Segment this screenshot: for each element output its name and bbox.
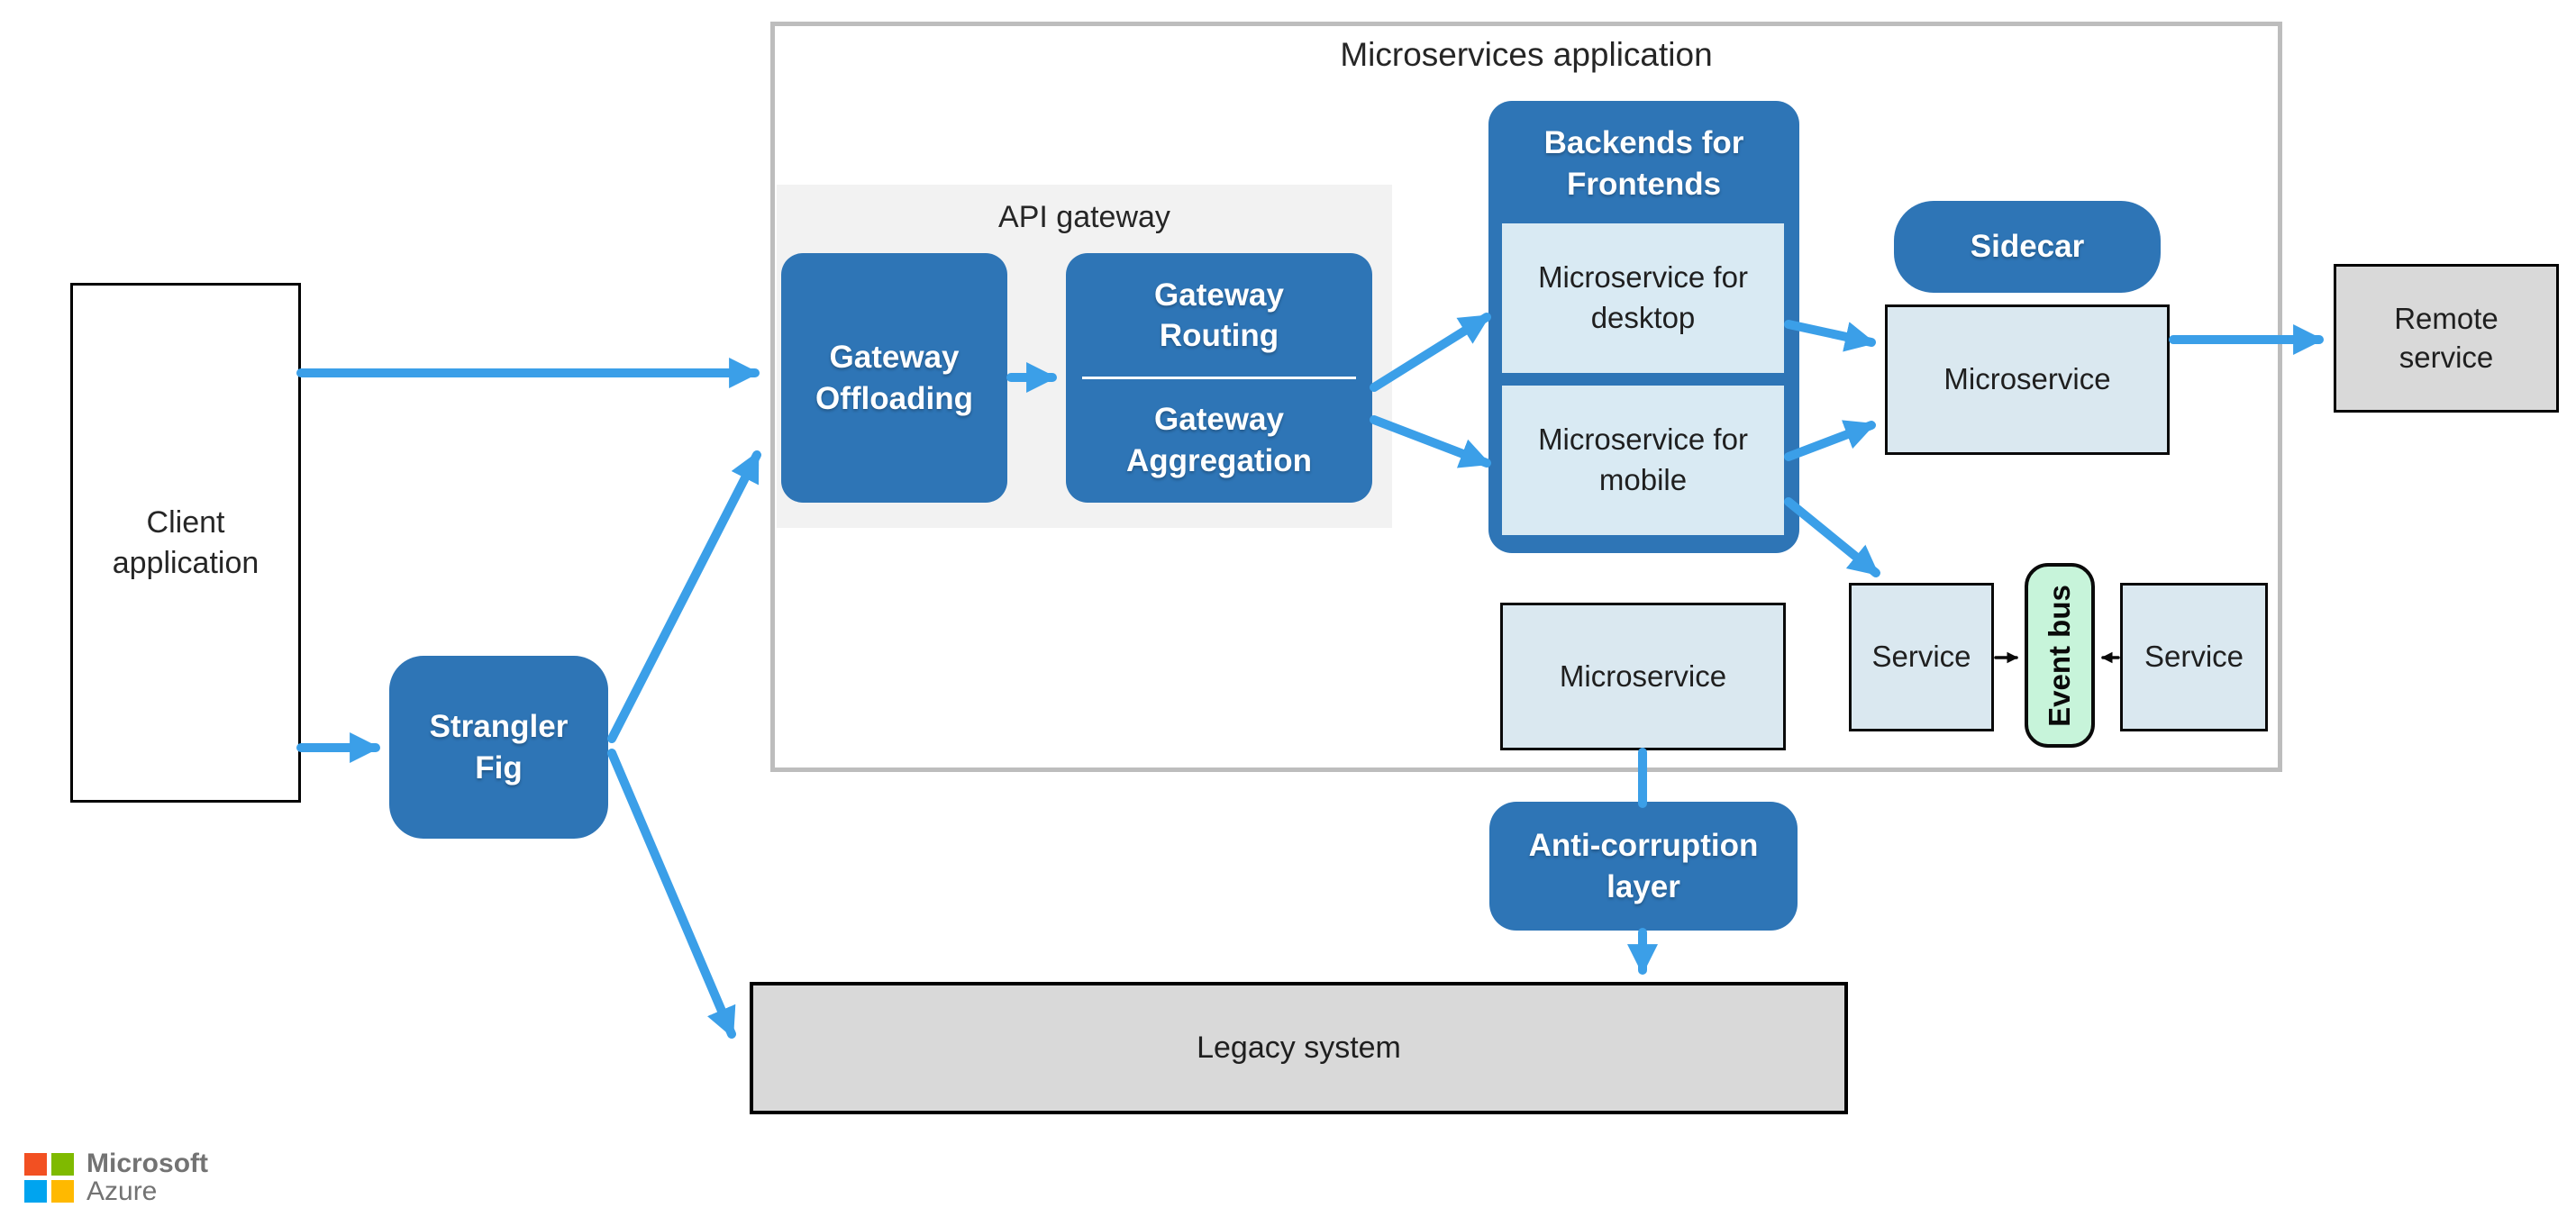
gateway-routing-aggregation-node: Gateway Routing Gateway Aggregation <box>1066 253 1372 503</box>
microservice-node: Microservice <box>1500 603 1786 750</box>
logo-square-yellow <box>51 1179 74 1203</box>
gateway-offloading-node: Gateway Offloading <box>781 253 1007 503</box>
service-left-node: Service <box>1849 583 1994 731</box>
gateway-routing-label: Gateway Routing <box>1154 277 1284 354</box>
client-application-node: Client application <box>70 283 301 803</box>
service-right-node: Service <box>2120 583 2268 731</box>
logo-square-red <box>24 1152 47 1176</box>
microservices-application-title: Microservices application <box>1340 36 1713 73</box>
strangler-fig-node: Strangler Fig <box>389 656 608 839</box>
logo-text-microsoft: Microsoft <box>86 1149 208 1178</box>
logo-square-blue <box>24 1179 47 1203</box>
event-bus-node: Event bus <box>2025 563 2095 748</box>
api-gateway-label: API gateway <box>998 200 1170 234</box>
sidecar-microservice-node: Microservice <box>1885 304 2170 455</box>
strangler-to-legacy-system <box>607 749 736 1039</box>
anti-corruption-layer-node: Anti-corruption layer <box>1489 802 1798 931</box>
strangler-to-microservices-app <box>607 450 761 743</box>
microservice-for-mobile-node: Microservice for mobile <box>1502 386 1784 535</box>
gateway-aggregation-label: Gateway Aggregation <box>1125 402 1313 478</box>
logo-square-green <box>51 1152 74 1176</box>
microservice-for-desktop-node: Microservice for desktop <box>1502 223 1784 373</box>
sidecar-badge: Sidecar <box>1894 201 2161 293</box>
logo-text-azure: Azure <box>86 1176 158 1206</box>
microsoft-logo-icon <box>24 1152 74 1203</box>
event-bus-label: Event bus <box>2043 584 2077 727</box>
legacy-system-node: Legacy system <box>750 982 1848 1114</box>
remote-service-node: Remote service <box>2334 264 2559 413</box>
microsoft-azure-logo: Microsoft Azure <box>24 1149 208 1205</box>
routing-aggregation-divider <box>1082 376 1356 379</box>
